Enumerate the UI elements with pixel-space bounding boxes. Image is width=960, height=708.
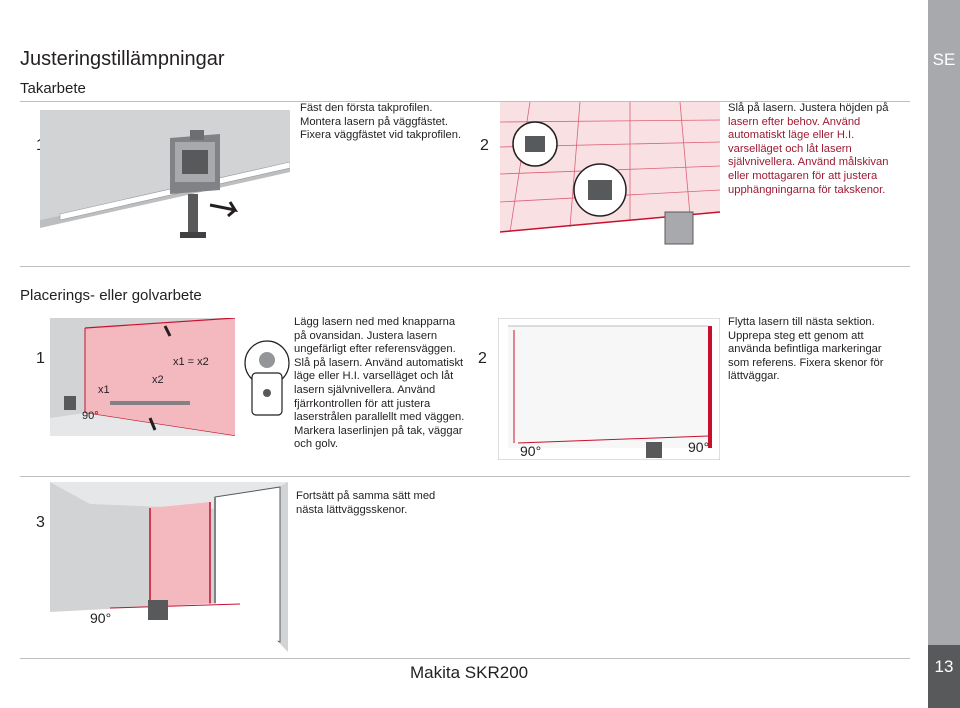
side-tab xyxy=(928,0,960,708)
instruction-line: Markera laserlinjen på tak, väggar xyxy=(294,424,463,437)
instruction-line: Slå på lasern. Justera höjden på xyxy=(728,102,889,114)
angle-left-label: 90° xyxy=(520,443,542,459)
next-section-illustration xyxy=(498,318,720,460)
instruction-line: fjärrkontrollen för att justera xyxy=(294,397,431,410)
remote-control-illustration xyxy=(244,340,290,416)
instruction-line: Lägg lasern ned med knapparna xyxy=(294,316,456,328)
placement-step2-instructions: Flytta lasern till nästa sektion. Upprep… xyxy=(728,316,883,384)
ceiling-mount-illustration xyxy=(40,110,290,260)
step-number: 3 xyxy=(36,514,45,531)
angle-right-label: 90° xyxy=(688,439,710,455)
page-title: Justeringstillämpningar xyxy=(20,48,225,70)
floor-alignment-illustration xyxy=(50,318,235,436)
section-heading-ceiling: Takarbete xyxy=(20,80,86,97)
divider xyxy=(20,266,910,267)
angle-label: 90° xyxy=(82,410,99,422)
equation-label: x1 = x2 xyxy=(173,356,209,368)
instruction-line: automatiskt läge eller H.I. xyxy=(728,129,855,142)
x1-label: x1 xyxy=(98,384,110,396)
instruction-line: lasern självnivellera. Använd xyxy=(294,383,436,396)
step-number: 1 xyxy=(36,350,45,367)
instruction-line: Slå på lasern. Använd automatiskt xyxy=(294,356,464,369)
instruction-line: laserstrålen parallellt med väggen. xyxy=(294,411,465,424)
section-heading-floor: Placerings- eller golvarbete xyxy=(20,287,202,304)
instruction-line: använda befintliga markeringar xyxy=(728,343,882,356)
instruction-line: Upprepa steg ett genom att xyxy=(728,329,864,342)
instruction-line: lättväggar. xyxy=(728,370,780,383)
instruction-line: Fixera väggfästet vid takprofilen. xyxy=(300,129,462,142)
instruction-line: ungefärligt efter referensväggen. xyxy=(294,343,456,356)
step-number: 2 xyxy=(480,137,489,154)
angle-label: 90° xyxy=(90,610,112,626)
instruction-line: nästa lättväggsskenor. xyxy=(296,503,408,516)
instruction-line: på ovansidan. Justera lasern xyxy=(294,329,438,342)
ceiling-grid-illustration xyxy=(500,102,720,262)
placement-step1-instructions: Lägg lasern ned med knapparna på ovansid… xyxy=(294,316,464,452)
instruction-line: och golv. xyxy=(294,438,338,451)
instruction-line: upphängningarna för takskenor. xyxy=(728,183,886,196)
step-number: 2 xyxy=(478,350,487,367)
instruction-line: lasern efter behov. Använd xyxy=(728,115,861,128)
instruction-line: eller mottagaren för att justera xyxy=(728,169,878,182)
instruction-line: varselläget och låt lasern xyxy=(728,142,852,155)
instruction-line: Flytta lasern till nästa sektion. xyxy=(728,316,875,328)
instruction-line: Fortsätt på samma sätt med xyxy=(296,490,436,502)
instruction-line: självnivellera. Använd målskivan xyxy=(728,156,889,169)
divider xyxy=(20,658,910,659)
instruction-line: Fäst den första takprofilen. xyxy=(300,102,433,114)
partition-wall-illustration xyxy=(50,482,288,652)
step3-instructions: Fortsätt på samma sätt med nästa lättväg… xyxy=(296,490,435,517)
footer-model: Makita SKR200 xyxy=(410,663,529,682)
instruction-line: Montera lasern på väggfästet. xyxy=(300,115,449,128)
page-number-box xyxy=(928,645,960,708)
instruction-line: läge eller H.I. varselläget och låt xyxy=(294,370,454,383)
divider xyxy=(20,101,910,102)
language-tab: SE xyxy=(932,50,956,69)
divider xyxy=(20,476,910,477)
step2-instructions: Slå på lasern. Justera höjden på lasern … xyxy=(728,102,888,197)
instruction-line: som referens. Fixera skenor för xyxy=(728,356,884,369)
page-number: 13 xyxy=(934,657,954,676)
step1-instructions: Fäst den första takprofilen. Montera las… xyxy=(300,102,461,143)
x2-label: x2 xyxy=(152,374,164,386)
